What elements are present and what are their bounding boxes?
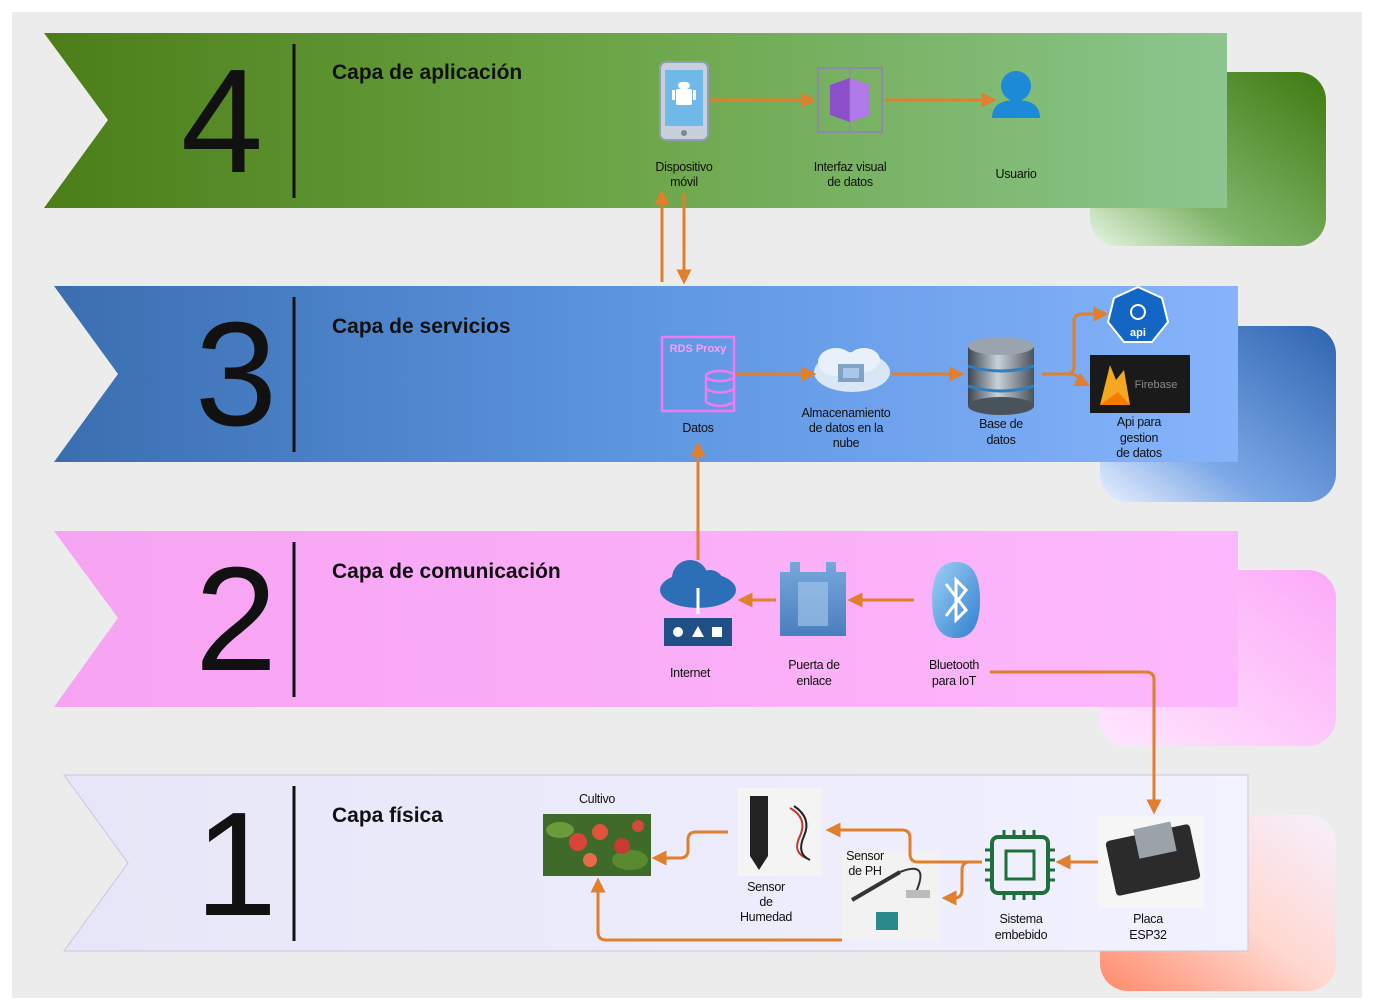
ph-sensor-icon <box>842 852 940 940</box>
mobile-device-icon <box>659 61 709 141</box>
layer-2-title: Capa de comunicación <box>332 560 561 583</box>
firebase-icon: Firebase <box>1090 355 1190 413</box>
esp32-label-2: ESP32 <box>1129 928 1167 942</box>
cloud-storage-icon <box>814 348 890 392</box>
ph-label-2: de PH <box>848 864 882 878</box>
esp32-board-icon <box>1098 816 1204 908</box>
api-gestion-label-1: Api para <box>1117 415 1162 429</box>
database-label-1: Base de <box>979 417 1023 431</box>
api-gestion-label-3: de datos <box>1116 446 1162 460</box>
datos-label: Datos <box>682 421 713 435</box>
esp32-label-1: Placa <box>1133 912 1163 926</box>
api-icon: api <box>1106 285 1170 343</box>
gateway-label-1: Puerta de <box>788 658 840 672</box>
layer-4-title: Capa de aplicación <box>332 61 522 84</box>
humidity-label-1: Sensor <box>747 880 785 894</box>
layer-4-banner <box>44 33 1227 208</box>
arrow-embedded-to-humidity <box>825 822 982 864</box>
api-badge-text: api <box>1130 327 1146 339</box>
storage-label-1: Almacenamiento <box>802 406 891 420</box>
database-label-2: datos <box>986 433 1015 447</box>
crop-image <box>543 814 651 876</box>
visual-label-1: Interfaz visual <box>814 160 887 174</box>
user-label: Usuario <box>996 167 1037 181</box>
arrow-database-to-firebase <box>1042 372 1091 387</box>
layer-3-banner <box>54 286 1238 462</box>
rds-proxy-icon: RDS Proxy <box>660 335 736 413</box>
layer-application: 4 Capa de aplicación Dispositivo móvil I… <box>44 33 1326 246</box>
bluetooth-label-2: para IoT <box>932 674 977 688</box>
mobile-label-1: Dispositivo <box>655 160 712 174</box>
layer-communication: 2 Capa de comunicación Internet Puerta d… <box>54 531 1336 746</box>
layer-services: 3 Capa de servicios RDS Proxy Datos Alma… <box>54 285 1336 502</box>
arrow-bluetooth-to-esp32 <box>990 670 1162 815</box>
gateway-label-2: enlace <box>796 674 831 688</box>
humidity-label-3: Humedad <box>740 910 792 924</box>
embedded-label-2: embebido <box>995 928 1048 942</box>
embedded-label-1: Sistema <box>999 912 1042 926</box>
gateway-icon <box>780 562 846 636</box>
api-gestion-label-2: gestion <box>1120 431 1159 445</box>
humidity-sensor-icon <box>738 788 822 876</box>
user-icon <box>992 71 1040 118</box>
layer-physical: 1 Capa física Cultivo Sensor de Humedad <box>63 774 1336 991</box>
layer-3-title: Capa de servicios <box>332 315 511 338</box>
layer-3-number: 3 <box>195 292 277 457</box>
arrow-humidity-to-crop <box>651 830 728 866</box>
layer-1-title: Capa física <box>332 804 443 827</box>
layer-2-number: 2 <box>195 537 277 702</box>
database-icon <box>967 337 1035 415</box>
bluetooth-icon <box>932 562 980 638</box>
visual-label-2: de datos <box>827 175 873 189</box>
rds-badge-text: RDS Proxy <box>670 343 728 355</box>
mobile-label-2: móvil <box>670 175 698 189</box>
internet-label: Internet <box>670 666 711 680</box>
storage-label-2: de datos en la <box>809 421 884 435</box>
arrow-embedded-to-ph <box>941 860 982 906</box>
storage-label-3: nube <box>833 436 860 450</box>
humidity-label-2: de <box>759 895 773 909</box>
ph-label-1: Sensor <box>846 849 884 863</box>
crop-label: Cultivo <box>579 792 615 806</box>
arrow-ph-to-crop <box>590 877 842 942</box>
internet-icon <box>660 560 736 646</box>
layer-4-number: 4 <box>181 39 263 204</box>
embedded-system-icon <box>985 830 1055 900</box>
bluetooth-label-1: Bluetooth <box>929 658 979 672</box>
layer-1-number: 1 <box>195 782 277 947</box>
firebase-badge-text: Firebase <box>1135 379 1178 391</box>
visual-interface-icon <box>817 67 883 133</box>
